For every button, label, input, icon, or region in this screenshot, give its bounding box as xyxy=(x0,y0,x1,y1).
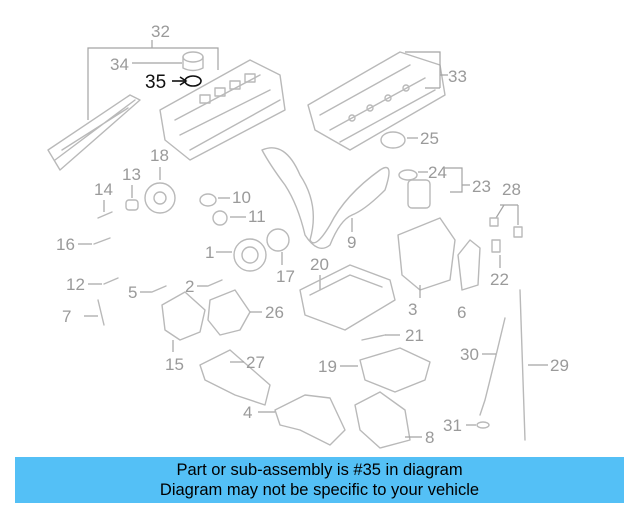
valve-cover-left xyxy=(47,51,286,171)
pulley-1 xyxy=(233,238,267,272)
part-27 xyxy=(491,239,501,253)
cover-4 xyxy=(274,394,346,446)
callout-20[interactable]: 20 xyxy=(310,255,329,274)
seal-24 xyxy=(398,169,418,181)
callout-2[interactable]: 2 xyxy=(185,277,194,296)
callout-16[interactable]: 16 xyxy=(56,235,75,254)
callout-18[interactable]: 18 xyxy=(150,146,169,165)
bolt-12 xyxy=(103,277,119,285)
valve-cover-right xyxy=(307,51,446,151)
callout-27[interactable]: 22 xyxy=(490,270,509,289)
sprocket-18 xyxy=(144,182,176,214)
gasket-35 xyxy=(184,75,202,87)
callout-21[interactable]: 21 xyxy=(405,326,424,345)
timing-belt-9 xyxy=(261,147,390,249)
bracket-33 xyxy=(405,51,448,89)
bracket-23 xyxy=(445,167,470,193)
callout-12[interactable]: 12 xyxy=(66,275,85,294)
callout-5[interactable]: 5 xyxy=(128,283,137,302)
dipstick-29 xyxy=(519,289,526,441)
arrow-35 xyxy=(179,76,188,86)
callout-35[interactable]: 35 xyxy=(145,72,166,93)
oil-pan-upper xyxy=(299,264,396,331)
callout-3[interactable]: 15 xyxy=(165,355,184,374)
parts-diagram: 32 34 35 33 25 18 13 14 10 11 16 1 17 9 xyxy=(47,22,569,449)
callout-32[interactable]: 32 xyxy=(151,22,170,41)
bolt-21 xyxy=(361,334,386,341)
callout-11[interactable]: 11 xyxy=(248,207,266,226)
callout-25[interactable]: 25 xyxy=(420,129,439,148)
callout-28[interactable]: 28 xyxy=(502,180,521,199)
callout-24[interactable]: 24 xyxy=(428,163,447,182)
callout-9[interactable]: 9 xyxy=(347,233,356,252)
sensor-28b xyxy=(513,226,523,238)
tensioner-10 xyxy=(199,193,217,207)
callout-6[interactable]: 27 xyxy=(246,353,265,372)
callout-23[interactable]: 23 xyxy=(472,177,491,196)
callout-30[interactable]: 30 xyxy=(460,345,479,364)
cover-8 xyxy=(354,391,411,449)
bracket-32 xyxy=(87,40,219,120)
callout-33[interactable]: 33 xyxy=(448,67,467,86)
bolt-2 xyxy=(207,279,223,287)
callout-26[interactable]: 6 xyxy=(457,303,466,322)
bolt-16 xyxy=(93,237,111,245)
cover-6 xyxy=(199,349,271,406)
sensor-28a xyxy=(489,217,499,227)
callout-14[interactable]: 14 xyxy=(94,180,113,199)
callout-19[interactable]: 19 xyxy=(318,357,337,376)
bolt-5 xyxy=(151,285,167,293)
guide-tube-30 xyxy=(479,317,506,416)
callout-8[interactable]: 8 xyxy=(425,428,434,447)
caption-banner: Part or sub-assembly is #35 in diagram D… xyxy=(15,457,624,503)
bolt-14 xyxy=(97,211,113,219)
oil-pump-22 xyxy=(397,217,456,291)
cover-3 xyxy=(161,291,206,341)
cover-7 xyxy=(207,289,251,336)
part-13 xyxy=(125,199,139,211)
oring-31 xyxy=(476,421,490,429)
bracket-28 xyxy=(495,204,519,225)
callout-22[interactable]: 3 xyxy=(408,300,417,319)
callout-13[interactable]: 13 xyxy=(122,165,141,184)
part-15 xyxy=(97,299,105,326)
callout-29[interactable]: 29 xyxy=(550,356,569,375)
callout-15[interactable]: 7 xyxy=(62,307,71,326)
callout-31[interactable]: 31 xyxy=(443,416,462,435)
roller-11 xyxy=(212,210,228,226)
caption-line-1: Part or sub-assembly is #35 in diagram xyxy=(176,461,463,479)
callout-34[interactable]: 34 xyxy=(110,55,129,74)
oil-filter xyxy=(407,179,431,209)
sprocket-17 xyxy=(266,228,290,252)
callout-17[interactable]: 17 xyxy=(276,267,295,286)
oil-pan-lower-19 xyxy=(359,347,431,393)
seal-25 xyxy=(380,131,406,149)
callout-7[interactable]: 26 xyxy=(265,303,284,322)
callout-1[interactable]: 1 xyxy=(205,243,214,262)
part-26 xyxy=(457,239,481,291)
callout-10[interactable]: 10 xyxy=(232,188,251,207)
callout-4[interactable]: 4 xyxy=(243,403,252,422)
caption-line-2: Diagram may not be specific to your vehi… xyxy=(159,481,480,499)
